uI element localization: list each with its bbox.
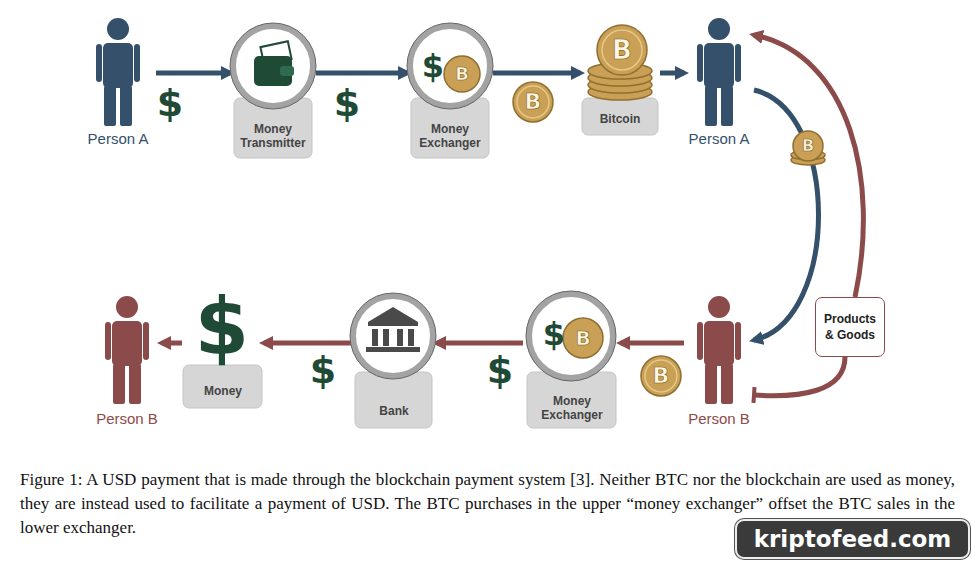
node-label: Bitcoin bbox=[585, 112, 655, 126]
person-figure: Person B bbox=[684, 292, 754, 430]
node-label: Money Transmitter bbox=[237, 122, 309, 150]
bitcoin-symbol: B bbox=[525, 91, 542, 113]
dollar-sign: $ bbox=[195, 288, 249, 366]
node-label: Products & Goods bbox=[821, 311, 879, 343]
icon-ring bbox=[230, 23, 616, 381]
person-figure: Person B bbox=[92, 292, 162, 430]
curved-arrow bbox=[754, 35, 863, 297]
coin-stack bbox=[588, 25, 652, 100]
flow-arrow bbox=[264, 341, 351, 346]
bank-icon bbox=[366, 307, 420, 352]
node-label: Money Exchanger bbox=[414, 122, 486, 150]
bitcoin-symbol: B bbox=[802, 138, 814, 154]
label-tab bbox=[183, 98, 658, 428]
node-label: Bank bbox=[359, 404, 430, 418]
bitcoin-coin bbox=[444, 56, 825, 396]
goods-box: Products & Goods bbox=[815, 297, 885, 357]
flow-arrow bbox=[621, 341, 684, 346]
process-box: Bank bbox=[351, 292, 437, 430]
watermark: kriptofeed.com bbox=[735, 519, 970, 559]
dollar-sign: $ bbox=[487, 351, 513, 389]
flow-arrow bbox=[156, 71, 230, 76]
person-label: Person B bbox=[96, 410, 158, 428]
flow-arrow bbox=[437, 341, 523, 346]
dollar-sign: $ bbox=[157, 84, 183, 122]
node-label: Money Exchanger bbox=[531, 394, 614, 422]
node-label: Money bbox=[187, 384, 260, 398]
dollar-sign: $ bbox=[334, 84, 360, 122]
process-box: Money Exchanger bbox=[407, 20, 493, 160]
dollar-sign: $ bbox=[310, 351, 336, 389]
wallet-icon bbox=[254, 41, 294, 86]
person-figure bbox=[96, 18, 741, 404]
person-label: Person A bbox=[88, 130, 149, 148]
dollar-sign: $ bbox=[422, 50, 444, 82]
bitcoin-symbol: B bbox=[612, 37, 632, 63]
person-label: Person A bbox=[689, 130, 750, 148]
flow-arrow bbox=[316, 71, 407, 76]
flow-arrow bbox=[493, 71, 580, 76]
process-box: Money Transmitter bbox=[230, 20, 316, 160]
flow-arrow bbox=[162, 341, 182, 346]
process-box: Money Exchanger bbox=[523, 290, 621, 430]
dollar-sign: $ bbox=[543, 318, 565, 350]
curved-arrow bbox=[754, 90, 819, 340]
bitcoin-symbol: B bbox=[653, 365, 670, 387]
curved-arrow bbox=[754, 357, 845, 396]
person-figure: Person A bbox=[684, 16, 754, 150]
flow-arrow bbox=[660, 71, 684, 76]
person-figure: Person A bbox=[80, 16, 156, 150]
bitcoin-symbol: B bbox=[575, 328, 590, 348]
person-label: Person B bbox=[688, 410, 750, 428]
bitcoin-symbol: B bbox=[455, 65, 469, 83]
